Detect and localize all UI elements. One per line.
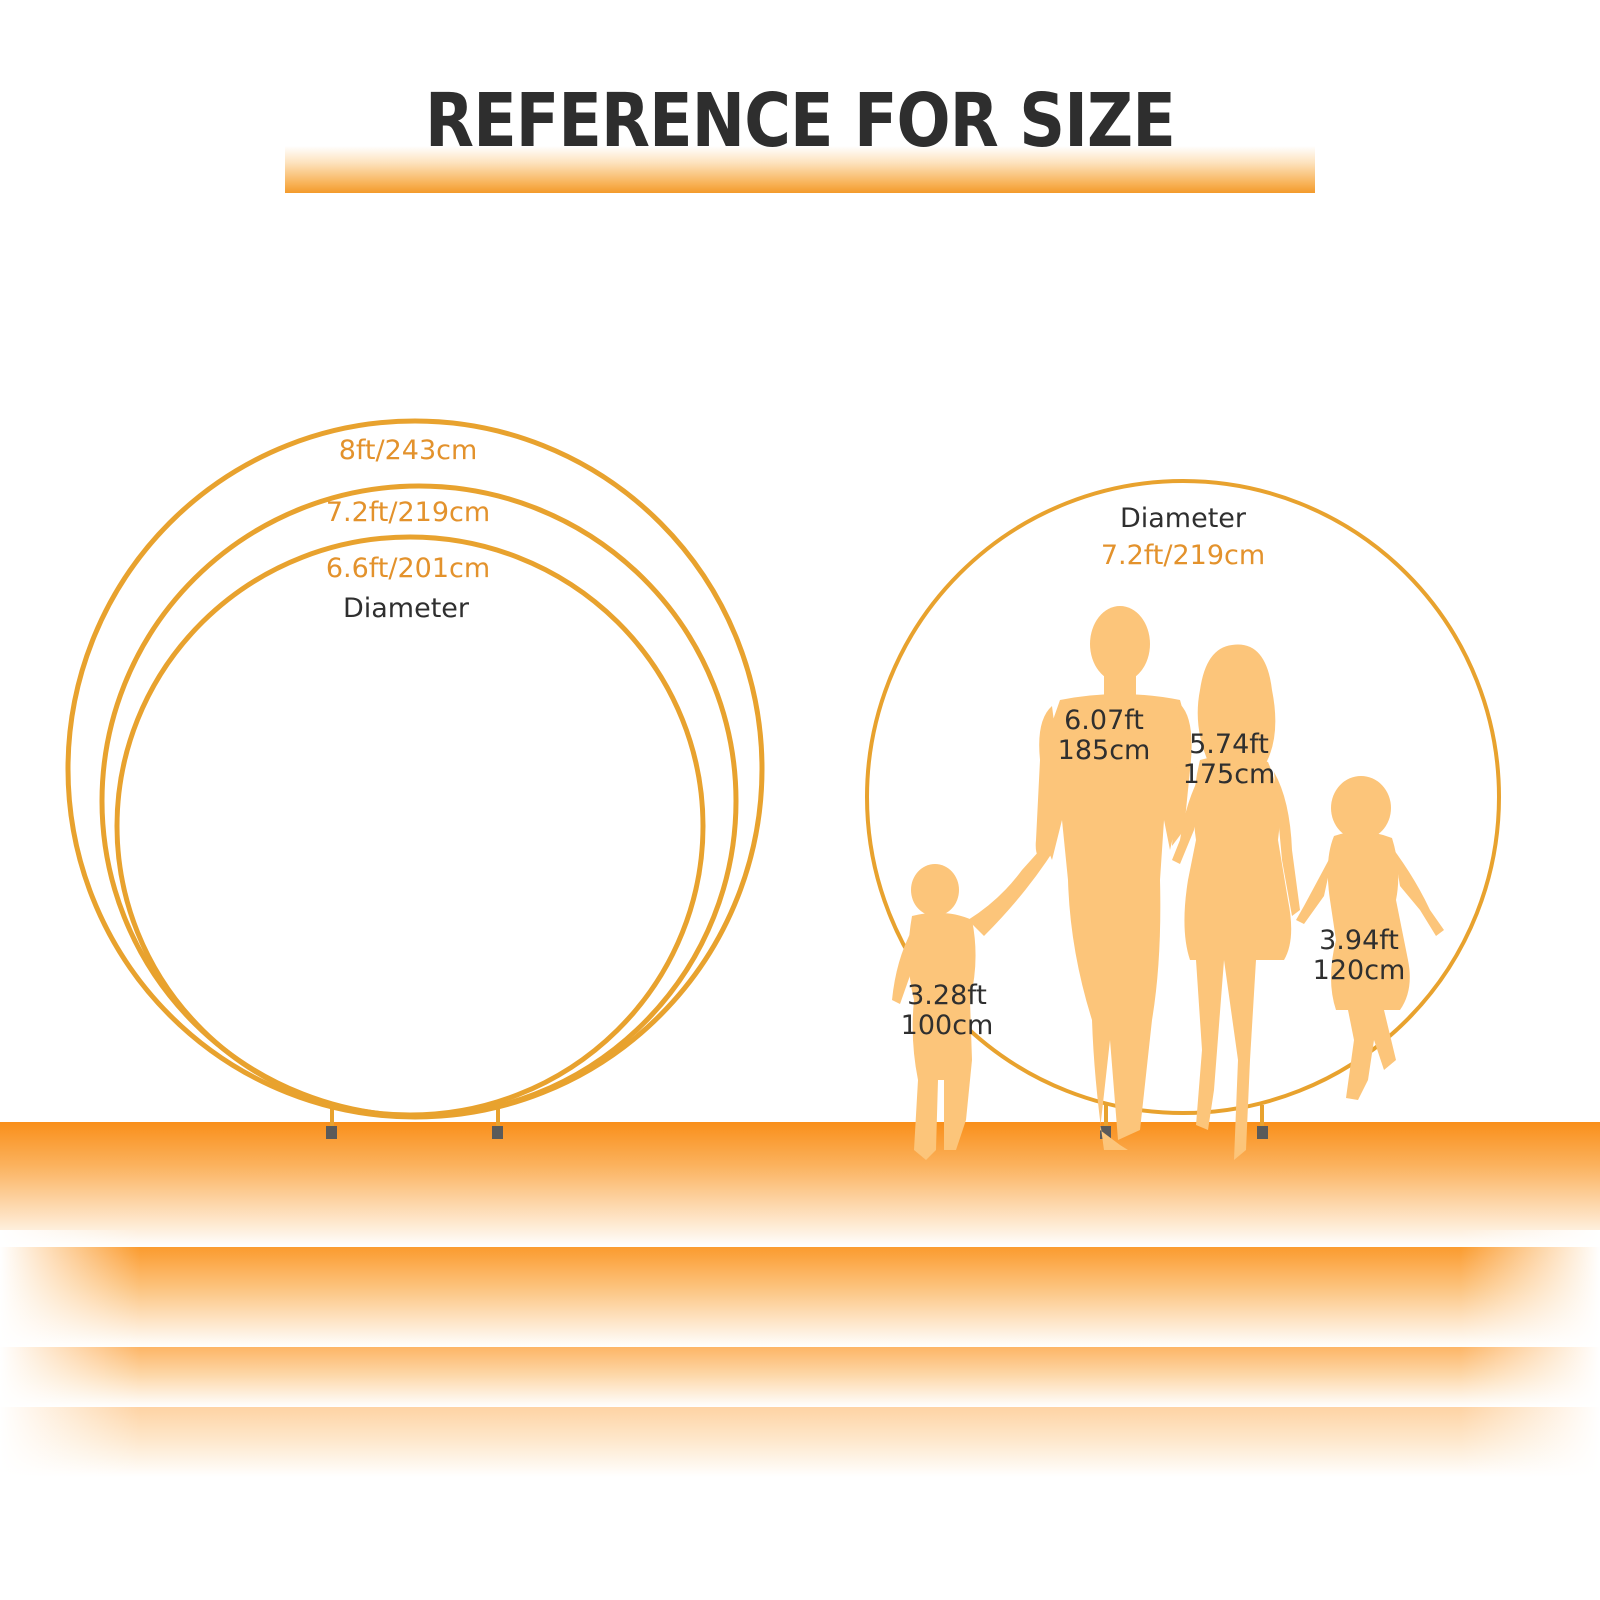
- boy-height-ft: 3.28ft: [907, 980, 987, 1011]
- title-banner: REFERENCE FOR SIZE: [285, 78, 1315, 193]
- floor-band-3: [0, 1347, 1600, 1407]
- girl-height-cm: 120cm: [1313, 955, 1406, 986]
- woman-height-cm: 175cm: [1183, 759, 1276, 790]
- man-height-cm: 185cm: [1058, 735, 1151, 766]
- hoop-label-8ft: 8ft/243cm: [339, 435, 478, 466]
- left-diameter-label: Diameter: [343, 593, 470, 624]
- boy-silhouette: [892, 850, 1046, 1160]
- hoop-label-7-2ft: 7.2ft/219cm: [326, 497, 490, 528]
- right-hoop-foot-right: [1257, 1126, 1268, 1139]
- left-hoop-group: 8ft/243cm 7.2ft/219cm 6.6ft/201cm Diamet…: [65, 418, 765, 1139]
- girl-silhouette: [1296, 776, 1444, 1100]
- hoop-6-6ft: [114, 534, 706, 1118]
- girl-height-ft: 3.94ft: [1319, 925, 1399, 956]
- man-height-ft: 6.07ft: [1064, 705, 1144, 736]
- title-underline-band: [285, 146, 1315, 193]
- floor-fade-left: [0, 1230, 140, 1490]
- floor-band-4: [0, 1407, 1600, 1477]
- floor: [0, 1122, 1600, 1490]
- woman-height-ft: 5.74ft: [1189, 729, 1269, 760]
- floor-fade-right: [1460, 1230, 1600, 1490]
- hoop-label-6-6ft: 6.6ft/201cm: [326, 553, 490, 584]
- woman-silhouette: [1172, 644, 1300, 1160]
- hoop-7-2ft-right: [865, 479, 1501, 1115]
- right-hoop-group: Diameter 7.2ft/219cm: [865, 479, 1501, 1160]
- boy-height-cm: 100cm: [901, 1010, 994, 1041]
- hoop-foot-left: [326, 1126, 337, 1139]
- floor-band-2: [0, 1247, 1600, 1347]
- hoop-foot-right: [492, 1126, 503, 1139]
- floor-band-1: [0, 1122, 1600, 1247]
- page-title: REFERENCE FOR SIZE: [425, 78, 1176, 164]
- right-hoop-foot-left: [1100, 1126, 1111, 1139]
- right-hoop-label: 7.2ft/219cm: [1101, 540, 1265, 571]
- right-diameter-label: Diameter: [1120, 503, 1247, 534]
- man-silhouette: [1035, 606, 1192, 1150]
